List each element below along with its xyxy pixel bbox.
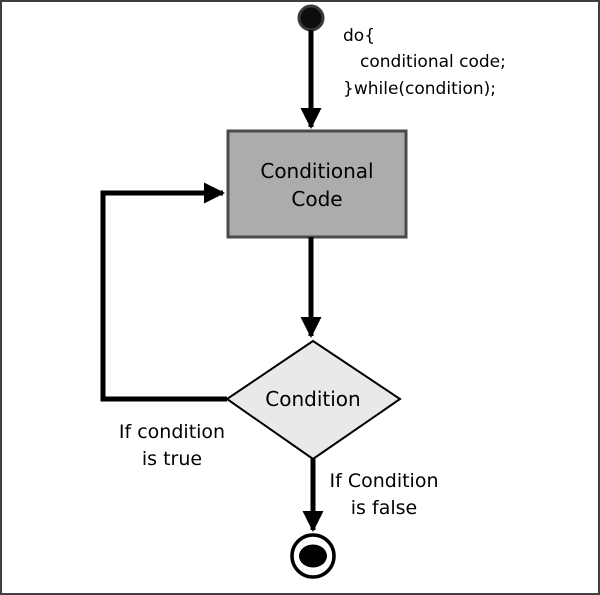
true-branch-label: If condition is true (119, 421, 225, 470)
decision-node-label: Condition (265, 387, 360, 411)
end-node (290, 533, 336, 579)
decision-node: Condition (225, 339, 402, 461)
process-node-label-line2: Code (291, 187, 342, 211)
process-node: Conditional Code (226, 129, 408, 239)
start-node-circle (297, 4, 325, 32)
false-branch-label-line1: If Condition (330, 470, 439, 492)
process-node-rect (226, 129, 408, 239)
true-branch-label-line1: If condition (119, 421, 225, 443)
code-line-3: }while(condition); (343, 79, 496, 99)
code-line-1: do{ (343, 26, 375, 46)
true-branch-label-line2: is true (142, 448, 202, 470)
code-snippet: do{ conditional code; }while(condition); (343, 26, 506, 99)
start-node (297, 4, 325, 32)
false-branch-label: If Condition is false (330, 470, 439, 519)
code-line-2: conditional code; (360, 52, 506, 72)
process-node-label-line1: Conditional (260, 159, 373, 183)
end-node-inner-circle (299, 544, 327, 568)
edge-true-loopback (100, 182, 227, 402)
false-branch-label-line2: is false (351, 497, 417, 519)
